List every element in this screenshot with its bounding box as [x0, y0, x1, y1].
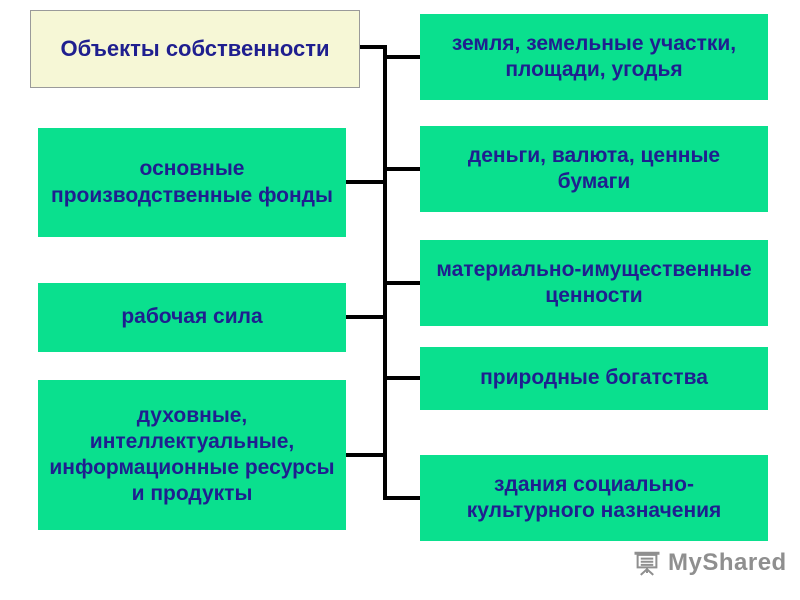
watermark: MyShared: [632, 548, 787, 578]
left-box-production-funds: основные производственные фонды: [38, 128, 346, 237]
right-box-material-values: материально-имущественные ценности: [420, 240, 768, 326]
connector-right-0: [383, 55, 420, 59]
left-box-label: рабочая сила: [121, 305, 263, 329]
title-box: Объекты собственности: [30, 10, 360, 88]
right-box-label: материально-имущественные ценности: [436, 257, 752, 307]
right-box-land: земля, земельные участки, площади, угодь…: [420, 14, 768, 100]
left-box-label: основные производственные фонды: [51, 157, 333, 207]
connector-right-2: [383, 281, 420, 285]
right-box-label: здания социально-культурного назначения: [466, 472, 722, 522]
left-box-intellectual-resources: духовные, интеллектуальные, информационн…: [38, 380, 346, 530]
projector-screen-icon: [632, 548, 662, 578]
left-box-label: духовные, интеллектуальные, информационн…: [49, 403, 335, 506]
connector-spine: [383, 45, 387, 500]
right-box-money: деньги, валюта, ценные бумаги: [420, 126, 768, 212]
connector-right-1: [383, 167, 420, 171]
connector-title: [360, 45, 387, 49]
title-label: Объекты собственности: [60, 36, 330, 62]
right-box-label: деньги, валюта, ценные бумаги: [467, 143, 721, 193]
right-box-label: природные богатства: [480, 366, 708, 390]
right-box-label: земля, земельные участки, площади, угодь…: [451, 31, 737, 81]
left-box-labor: рабочая сила: [38, 283, 346, 352]
watermark-label: MyShared: [668, 549, 787, 576]
connector-right-3: [383, 376, 420, 380]
connector-right-4: [383, 496, 420, 500]
right-box-social-buildings: здания социально-культурного назначения: [420, 455, 768, 541]
connector-left-1: [346, 315, 387, 319]
connector-left-0: [346, 180, 387, 184]
connector-left-2: [346, 453, 387, 457]
right-box-natural-riches: природные богатства: [420, 347, 768, 410]
